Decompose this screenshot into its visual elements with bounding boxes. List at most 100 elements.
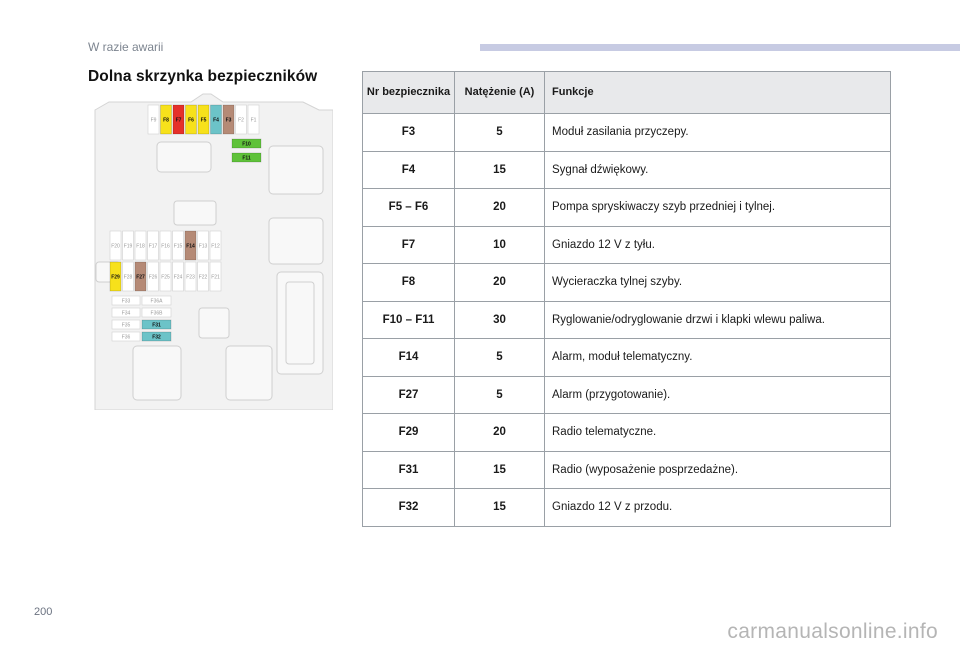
- connector-block: [268, 145, 324, 195]
- fuse-body: [111, 307, 141, 318]
- table-row: F27 5 Alarm (przygotowanie).: [362, 375, 891, 414]
- table-row: F3 5 Moduł zasilania przyczepy.: [362, 113, 891, 152]
- fuse-label: F3: [226, 117, 232, 123]
- fuse-body: [184, 230, 197, 261]
- fuse-f15: F15: [172, 230, 184, 261]
- fuse-number: F14: [362, 338, 455, 377]
- fuse-body: [147, 261, 159, 292]
- fuse-body: [109, 261, 122, 292]
- fuse-label: F36B: [151, 310, 164, 316]
- column-header-nr: Nr bezpiecznika: [362, 71, 455, 114]
- fuse-f11: F11: [231, 152, 262, 163]
- fuse-f21: F21: [209, 261, 222, 292]
- fuse-f3: F3: [222, 104, 235, 135]
- fuse-f31: F31: [141, 319, 172, 330]
- fuse-f33: F33: [111, 295, 141, 306]
- fuse-body: [141, 307, 172, 318]
- fuse-f6: F6: [185, 104, 197, 135]
- fuse-body: [141, 319, 172, 330]
- fuse-function: Gniazdo 12 V z tyłu.: [544, 225, 891, 264]
- fuse-f32: F32: [141, 331, 172, 342]
- table-row: F31 15 Radio (wyposażenie posprzedażne).: [362, 450, 891, 489]
- fuse-amperage: 15: [454, 488, 545, 527]
- fuse-body: [172, 104, 185, 135]
- fuse-label: F28: [124, 274, 133, 280]
- fuse-body: [210, 104, 222, 135]
- fuse-label: F4: [213, 117, 219, 123]
- fuse-label: F19: [124, 243, 133, 249]
- fuse-body: [231, 152, 262, 163]
- watermark: carmanualsonline.info: [727, 620, 938, 643]
- fuse-body: [111, 331, 141, 342]
- fuse-body: [172, 230, 184, 261]
- fuse-label: F14: [186, 243, 195, 249]
- fuse-body: [159, 261, 172, 292]
- fuse-number: F8: [362, 263, 455, 302]
- fuse-body: [231, 138, 262, 149]
- fuse-body: [111, 295, 141, 306]
- fuse-f34: F34: [111, 307, 141, 318]
- fuse-body: [111, 319, 141, 330]
- fuse-body: [122, 230, 134, 261]
- fuse-label: F33: [122, 298, 131, 304]
- page-title: Dolna skrzynka bezpieczników: [88, 68, 318, 85]
- fuse-label: F24: [174, 274, 183, 280]
- fuse-f8: F8: [160, 104, 172, 135]
- fuse-label: F1: [251, 117, 257, 123]
- table-row: F4 15 Sygnał dźwiękowy.: [362, 150, 891, 189]
- fuse-label: F5: [201, 117, 207, 123]
- fuse-f10: F10: [231, 138, 262, 149]
- connector-block: [173, 200, 217, 226]
- fuse-f23: F23: [184, 261, 197, 292]
- fuse-f7: F7: [172, 104, 185, 135]
- table-row: F8 20 Wycieraczka tylnej szyby.: [362, 263, 891, 302]
- fuse-function: Ryglowanie/odryglowanie drzwi i klapki w…: [544, 300, 891, 339]
- fuse-body: [160, 104, 172, 135]
- fuse-label: F12: [211, 243, 220, 249]
- fuse-label: F10: [242, 141, 251, 147]
- fuse-amperage: 5: [454, 113, 545, 152]
- fuse-label: F25: [161, 274, 170, 280]
- fuse-body: [235, 104, 247, 135]
- fuse-f25: F25: [159, 261, 172, 292]
- connector-block: [268, 217, 324, 265]
- fuse-number: F29: [362, 413, 455, 452]
- table-row: F5 – F6 20 Pompa spryskiwaczy szyb przed…: [362, 188, 891, 227]
- fuse-label: F17: [149, 243, 158, 249]
- fuse-f19: F19: [122, 230, 134, 261]
- fuse-body: [197, 261, 209, 292]
- table-row: F29 20 Radio telematyczne.: [362, 413, 891, 452]
- fuse-function: Pompa spryskiwaczy szyb przedniej i tyln…: [544, 188, 891, 227]
- fuse-number: F10 – F11: [362, 300, 455, 339]
- column-header-function: Funkcje: [544, 71, 891, 114]
- fuse-f28: F28: [122, 261, 134, 292]
- fuse-f14: F14: [184, 230, 197, 261]
- fuse-function: Alarm, moduł telematyczny.: [544, 338, 891, 377]
- fuse-number: F7: [362, 225, 455, 264]
- fuse-label: F29: [111, 274, 120, 280]
- fuse-f26: F26: [147, 261, 159, 292]
- fuse-body: [247, 104, 260, 135]
- fuse-f13: F13: [197, 230, 209, 261]
- fuse-label: F21: [211, 274, 220, 280]
- table-header-row: Nr bezpiecznika Natężenie (A) Funkcje: [362, 71, 891, 114]
- fuse-f1: F1: [247, 104, 260, 135]
- section-title: W razie awarii: [88, 40, 164, 54]
- table-row: F32 15 Gniazdo 12 V z przodu.: [362, 488, 891, 527]
- fuse-label: F16: [161, 243, 170, 249]
- fuse-function: Sygnał dźwiękowy.: [544, 150, 891, 189]
- fuse-f27: F27: [134, 261, 147, 292]
- fuse-label: F13: [199, 243, 208, 249]
- fuse-number: F4: [362, 150, 455, 189]
- fuse-body: [209, 230, 222, 261]
- fuse-number: F27: [362, 375, 455, 414]
- fuse-function: Radio telematyczne.: [544, 413, 891, 452]
- fuse-body: [197, 104, 210, 135]
- fuse-body: [147, 104, 160, 135]
- fuse-f22: F22: [197, 261, 209, 292]
- page-number: 200: [34, 606, 53, 618]
